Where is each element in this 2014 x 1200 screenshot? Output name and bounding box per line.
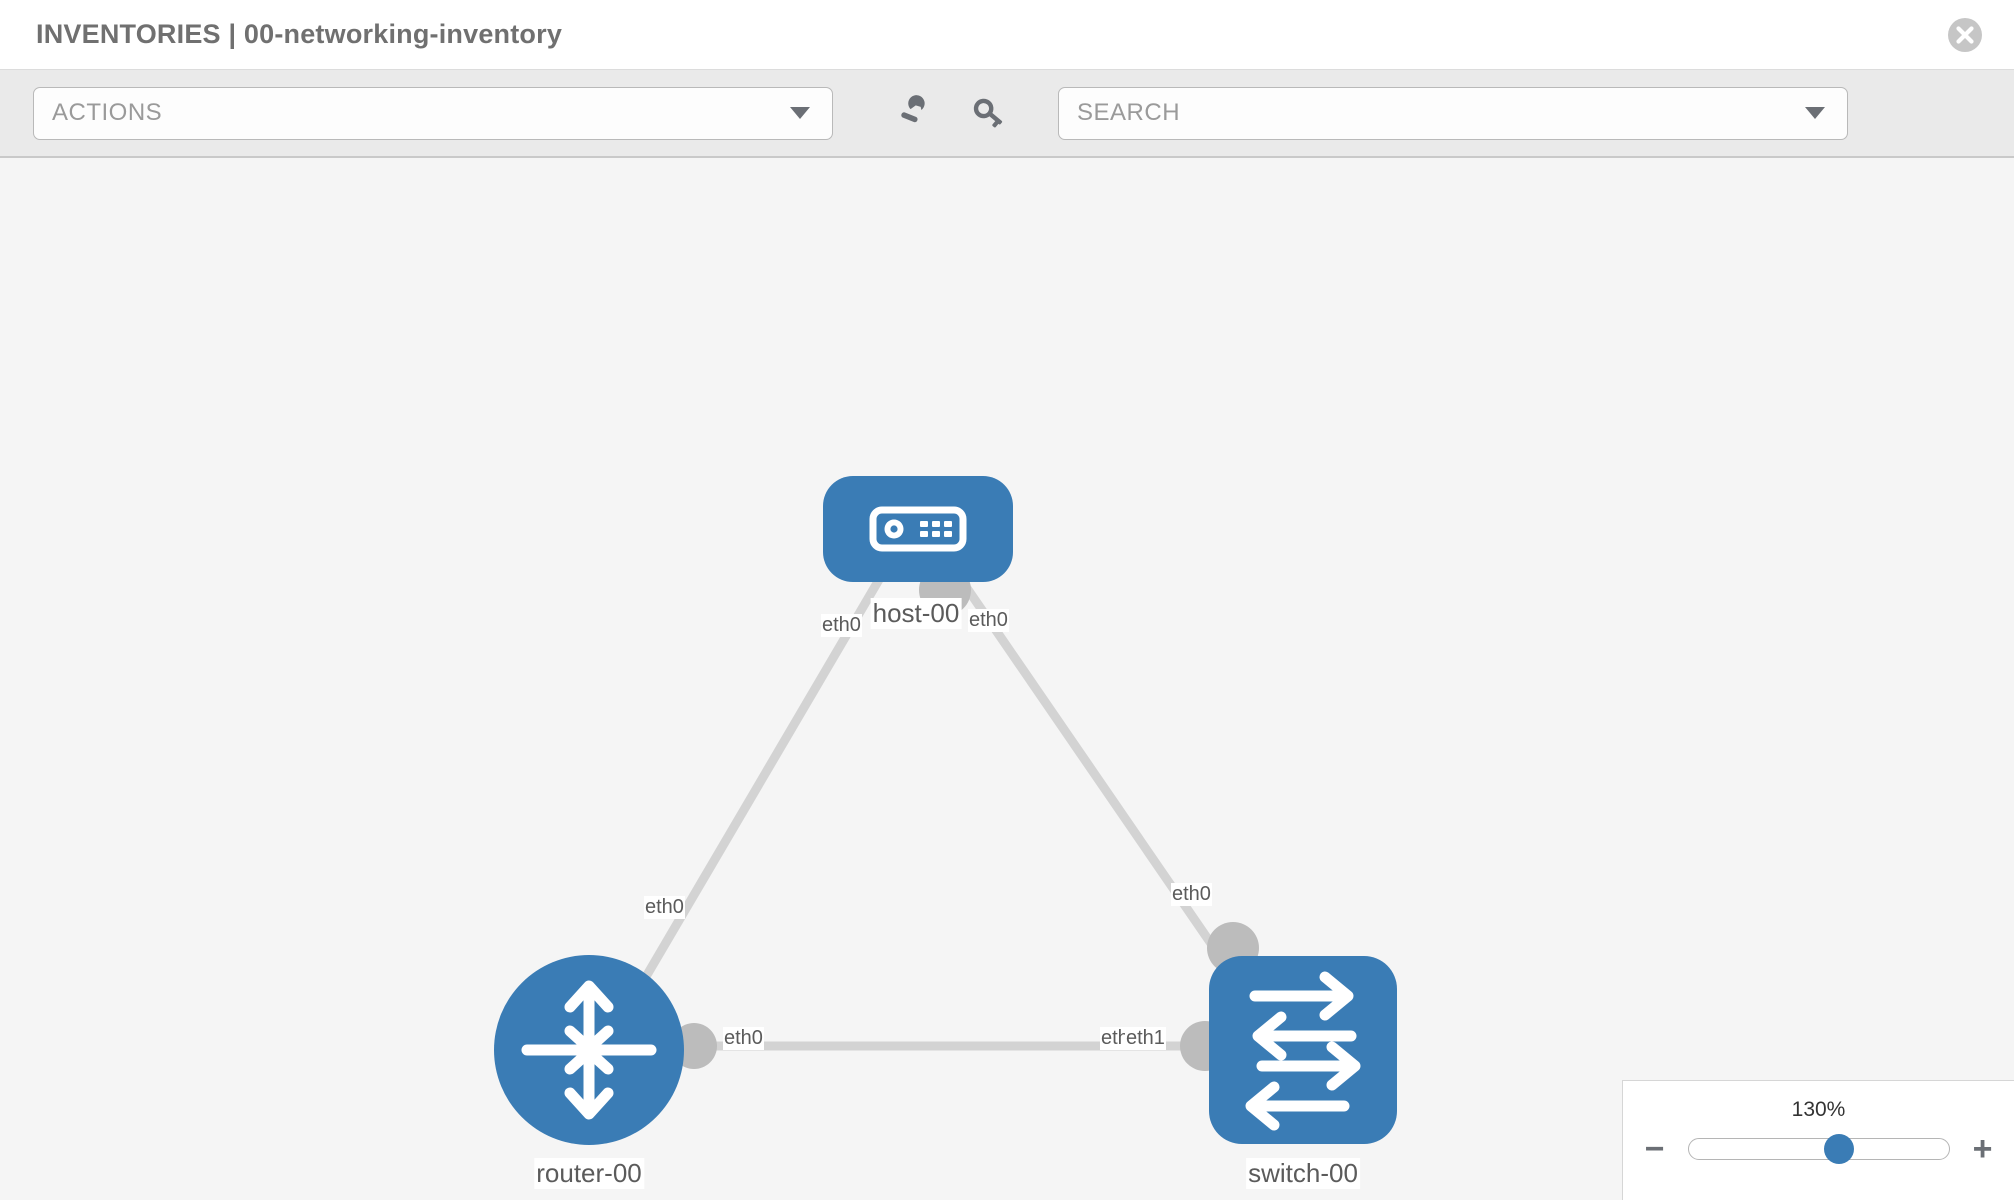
close-icon[interactable] [1946,16,1984,54]
topology-endpoints [671,564,1259,1071]
actions-dropdown[interactable]: ACTIONS [33,86,833,140]
topology-canvas[interactable]: host-00 router-00 switch-00 eth0 eth0 et… [0,158,2014,1200]
iface-label-router00-right: eth0 [723,1027,764,1050]
zoom-level-value: 130% [1791,1098,1846,1121]
wrench-icon[interactable] [891,93,931,133]
link-host00-router00[interactable] [606,575,884,1041]
page-header: INVENTORIES | 00-networking-inventory [0,0,2014,69]
actions-dropdown-label: ACTIONS [52,99,163,126]
node-switch-00[interactable] [1209,956,1397,1144]
zoom-in-button[interactable]: + [1972,1130,1993,1168]
node-label-router-00: router-00 [534,1158,644,1189]
node-router-00[interactable] [494,955,684,1145]
topology-graph [494,476,1397,1145]
iface-label-host00-right: eth0 [968,609,1009,632]
iface-label-host00-left: eth0 [821,614,862,637]
chevron-down-icon [790,107,810,119]
iface-label-switch00-left-eth1: eth1 [1125,1027,1166,1050]
toolbar-icon-group [891,93,1009,133]
search-dropdown[interactable]: SEARCH [1058,86,1848,140]
toolbar: ACTIONS SEARCH [0,69,2014,158]
chevron-down-icon [1805,107,1825,119]
node-host-00[interactable] [823,476,1013,582]
zoom-slider[interactable] [1687,1134,1950,1164]
iface-label-switch00-up: eth0 [1171,883,1212,906]
iface-label-router00-up: eth0 [644,896,685,919]
zoom-control-panel: 130% − + [1622,1080,2014,1200]
topology-links [606,575,1262,1051]
zoom-out-button[interactable]: − [1644,1130,1665,1168]
search-input[interactable]: SEARCH [1077,99,1181,126]
node-label-switch-00: switch-00 [1246,1158,1360,1189]
link-host00-switch00[interactable] [956,575,1262,1015]
node-label-host-00: host-00 [870,598,962,629]
key-icon[interactable] [969,93,1009,133]
page-title: INVENTORIES | 00-networking-inventory [36,19,563,49]
zoom-slider-thumb[interactable] [1824,1134,1855,1164]
